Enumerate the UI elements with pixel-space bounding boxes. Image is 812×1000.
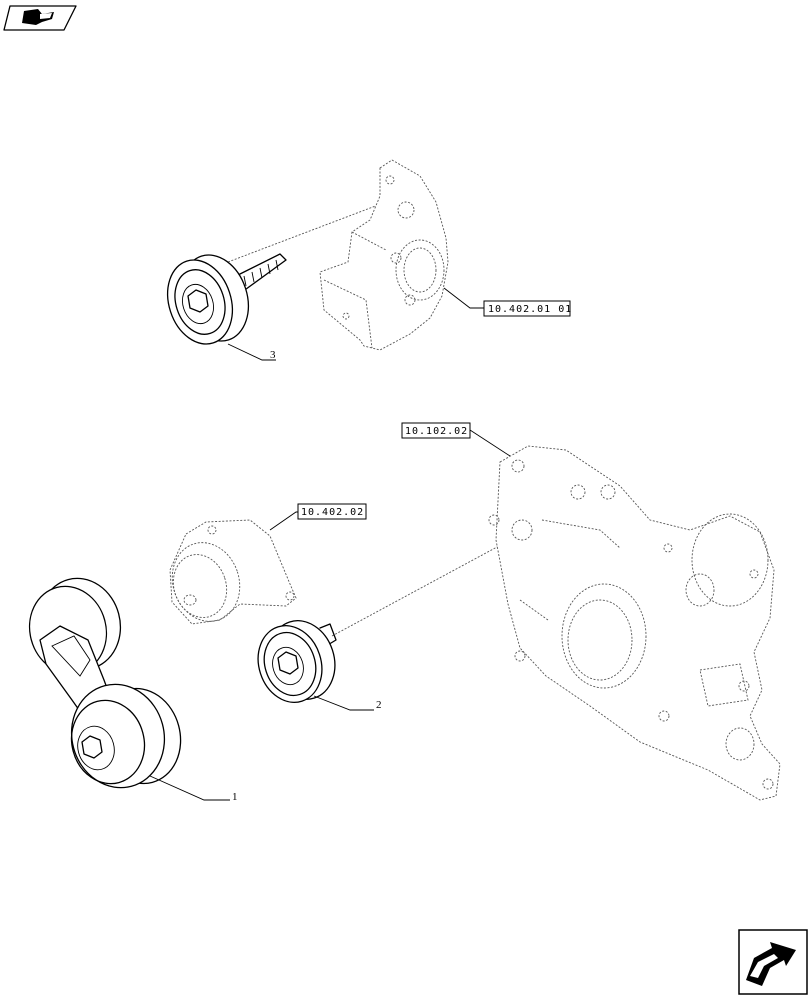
ref-label-right-text: 10.102.02 xyxy=(405,426,468,437)
callout-item-3: 3 xyxy=(270,349,276,361)
next-page-arrow-icon[interactable] xyxy=(738,929,808,995)
callout-item-2: 2 xyxy=(376,699,382,711)
callout-item-1: 1 xyxy=(232,791,238,803)
idler-pulley-3 xyxy=(167,201,387,361)
book-arrow-icon[interactable] xyxy=(3,5,77,31)
idler-pulley-2 xyxy=(257,539,511,711)
belt-tensioner-1 xyxy=(28,577,230,801)
pump-bracket xyxy=(319,159,484,351)
timing-cover xyxy=(469,429,781,801)
ref-label-right[interactable]: 10.102.02 xyxy=(401,422,471,439)
tensioner-housing-ghost xyxy=(169,511,300,625)
ref-label-middle-text: 10.402.02 xyxy=(301,507,364,518)
ref-label-top-text: 10.402.01 01 xyxy=(488,304,572,315)
ref-label-top[interactable]: 10.402.01 01 xyxy=(483,300,572,317)
ref-label-middle[interactable]: 10.402.02 xyxy=(297,503,367,520)
